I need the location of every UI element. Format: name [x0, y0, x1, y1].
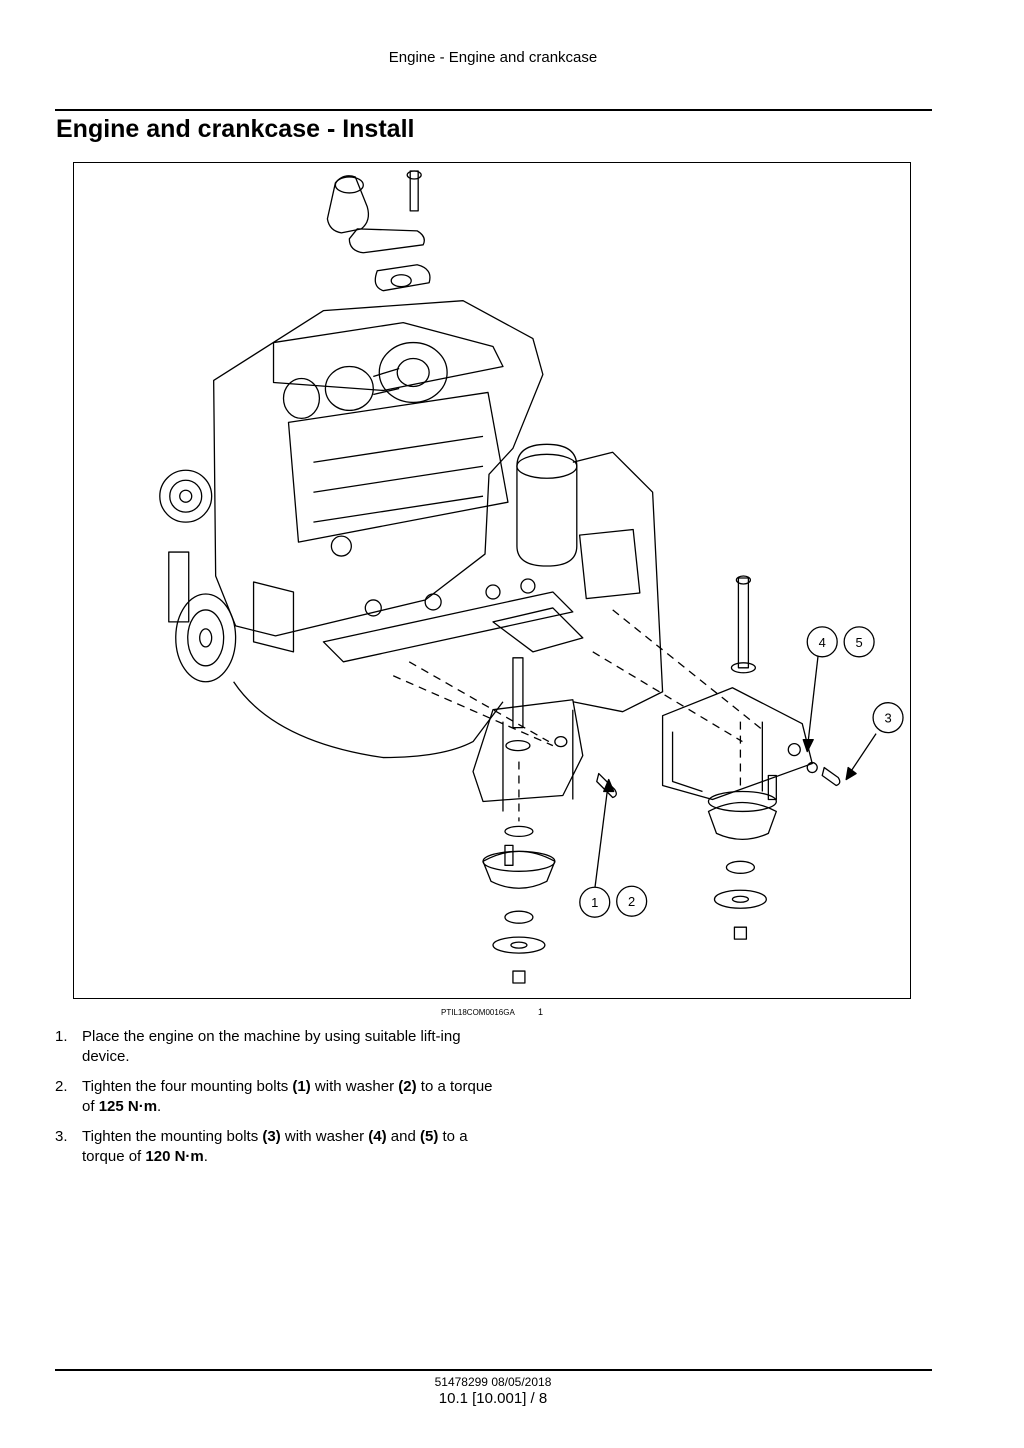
step-number: 3. [55, 1128, 68, 1145]
callout-4: 4 [806, 626, 838, 658]
footer-page-number: 10.1 [10.001] / 8 [438, 1390, 548, 1407]
page-title: Engine and crankcase - Install [56, 115, 415, 143]
svg-text:1: 1 [591, 895, 598, 910]
step-2: 2. Tighten the four mounting bolts (1) w… [55, 1077, 505, 1117]
leader-arrows [594, 645, 877, 890]
callout-5: 5 [843, 626, 875, 658]
callout-2: 2 [616, 885, 648, 917]
svg-text:4: 4 [819, 635, 826, 650]
callout-1: 1 [579, 886, 611, 918]
svg-text:3: 3 [884, 711, 891, 726]
callout-3: 3 [872, 702, 904, 734]
figure-number: 1 [538, 1007, 544, 1017]
left-mount-bracket [472, 657, 617, 812]
step-text: Tighten the mounting bolts (3) with wash… [82, 1128, 468, 1165]
step-1: 1. Place the engine on the machine by us… [55, 1027, 505, 1067]
procedure-steps: 1. Place the engine on the machine by us… [55, 1027, 505, 1177]
front-pulleys [159, 469, 237, 683]
footer-doc-id: 51478299 08/05/2018 [434, 1375, 552, 1389]
oil-filter [516, 443, 578, 567]
engine-block [213, 300, 584, 759]
svg-text:2: 2 [628, 894, 635, 909]
svg-text:5: 5 [856, 635, 863, 650]
step-number: 2. [55, 1078, 68, 1095]
thermostat-housing [326, 170, 431, 292]
header-rule [55, 109, 932, 111]
step-text: Tighten the four mounting bolts (1) with… [82, 1078, 493, 1115]
left-isolator-stack [482, 825, 556, 984]
engine-illustration: 1 2 3 4 5 [159, 170, 904, 984]
engine-figure: 1 2 3 4 5 [73, 162, 911, 999]
figure-code: PTIL18COM0016GA [441, 1008, 515, 1017]
step-3: 3. Tighten the mounting bolts (3) with w… [55, 1127, 505, 1167]
footer-rule [55, 1369, 932, 1371]
right-isolator-stack [707, 774, 777, 940]
step-number: 1. [55, 1028, 68, 1045]
running-header: Engine - Engine and crankcase [388, 49, 598, 66]
step-text: Place the engine on the machine by using… [82, 1028, 461, 1065]
right-mount-bracket [661, 575, 841, 801]
flywheel-housing [572, 451, 664, 713]
alignment-lines [392, 609, 763, 822]
turbocharger [282, 341, 448, 420]
